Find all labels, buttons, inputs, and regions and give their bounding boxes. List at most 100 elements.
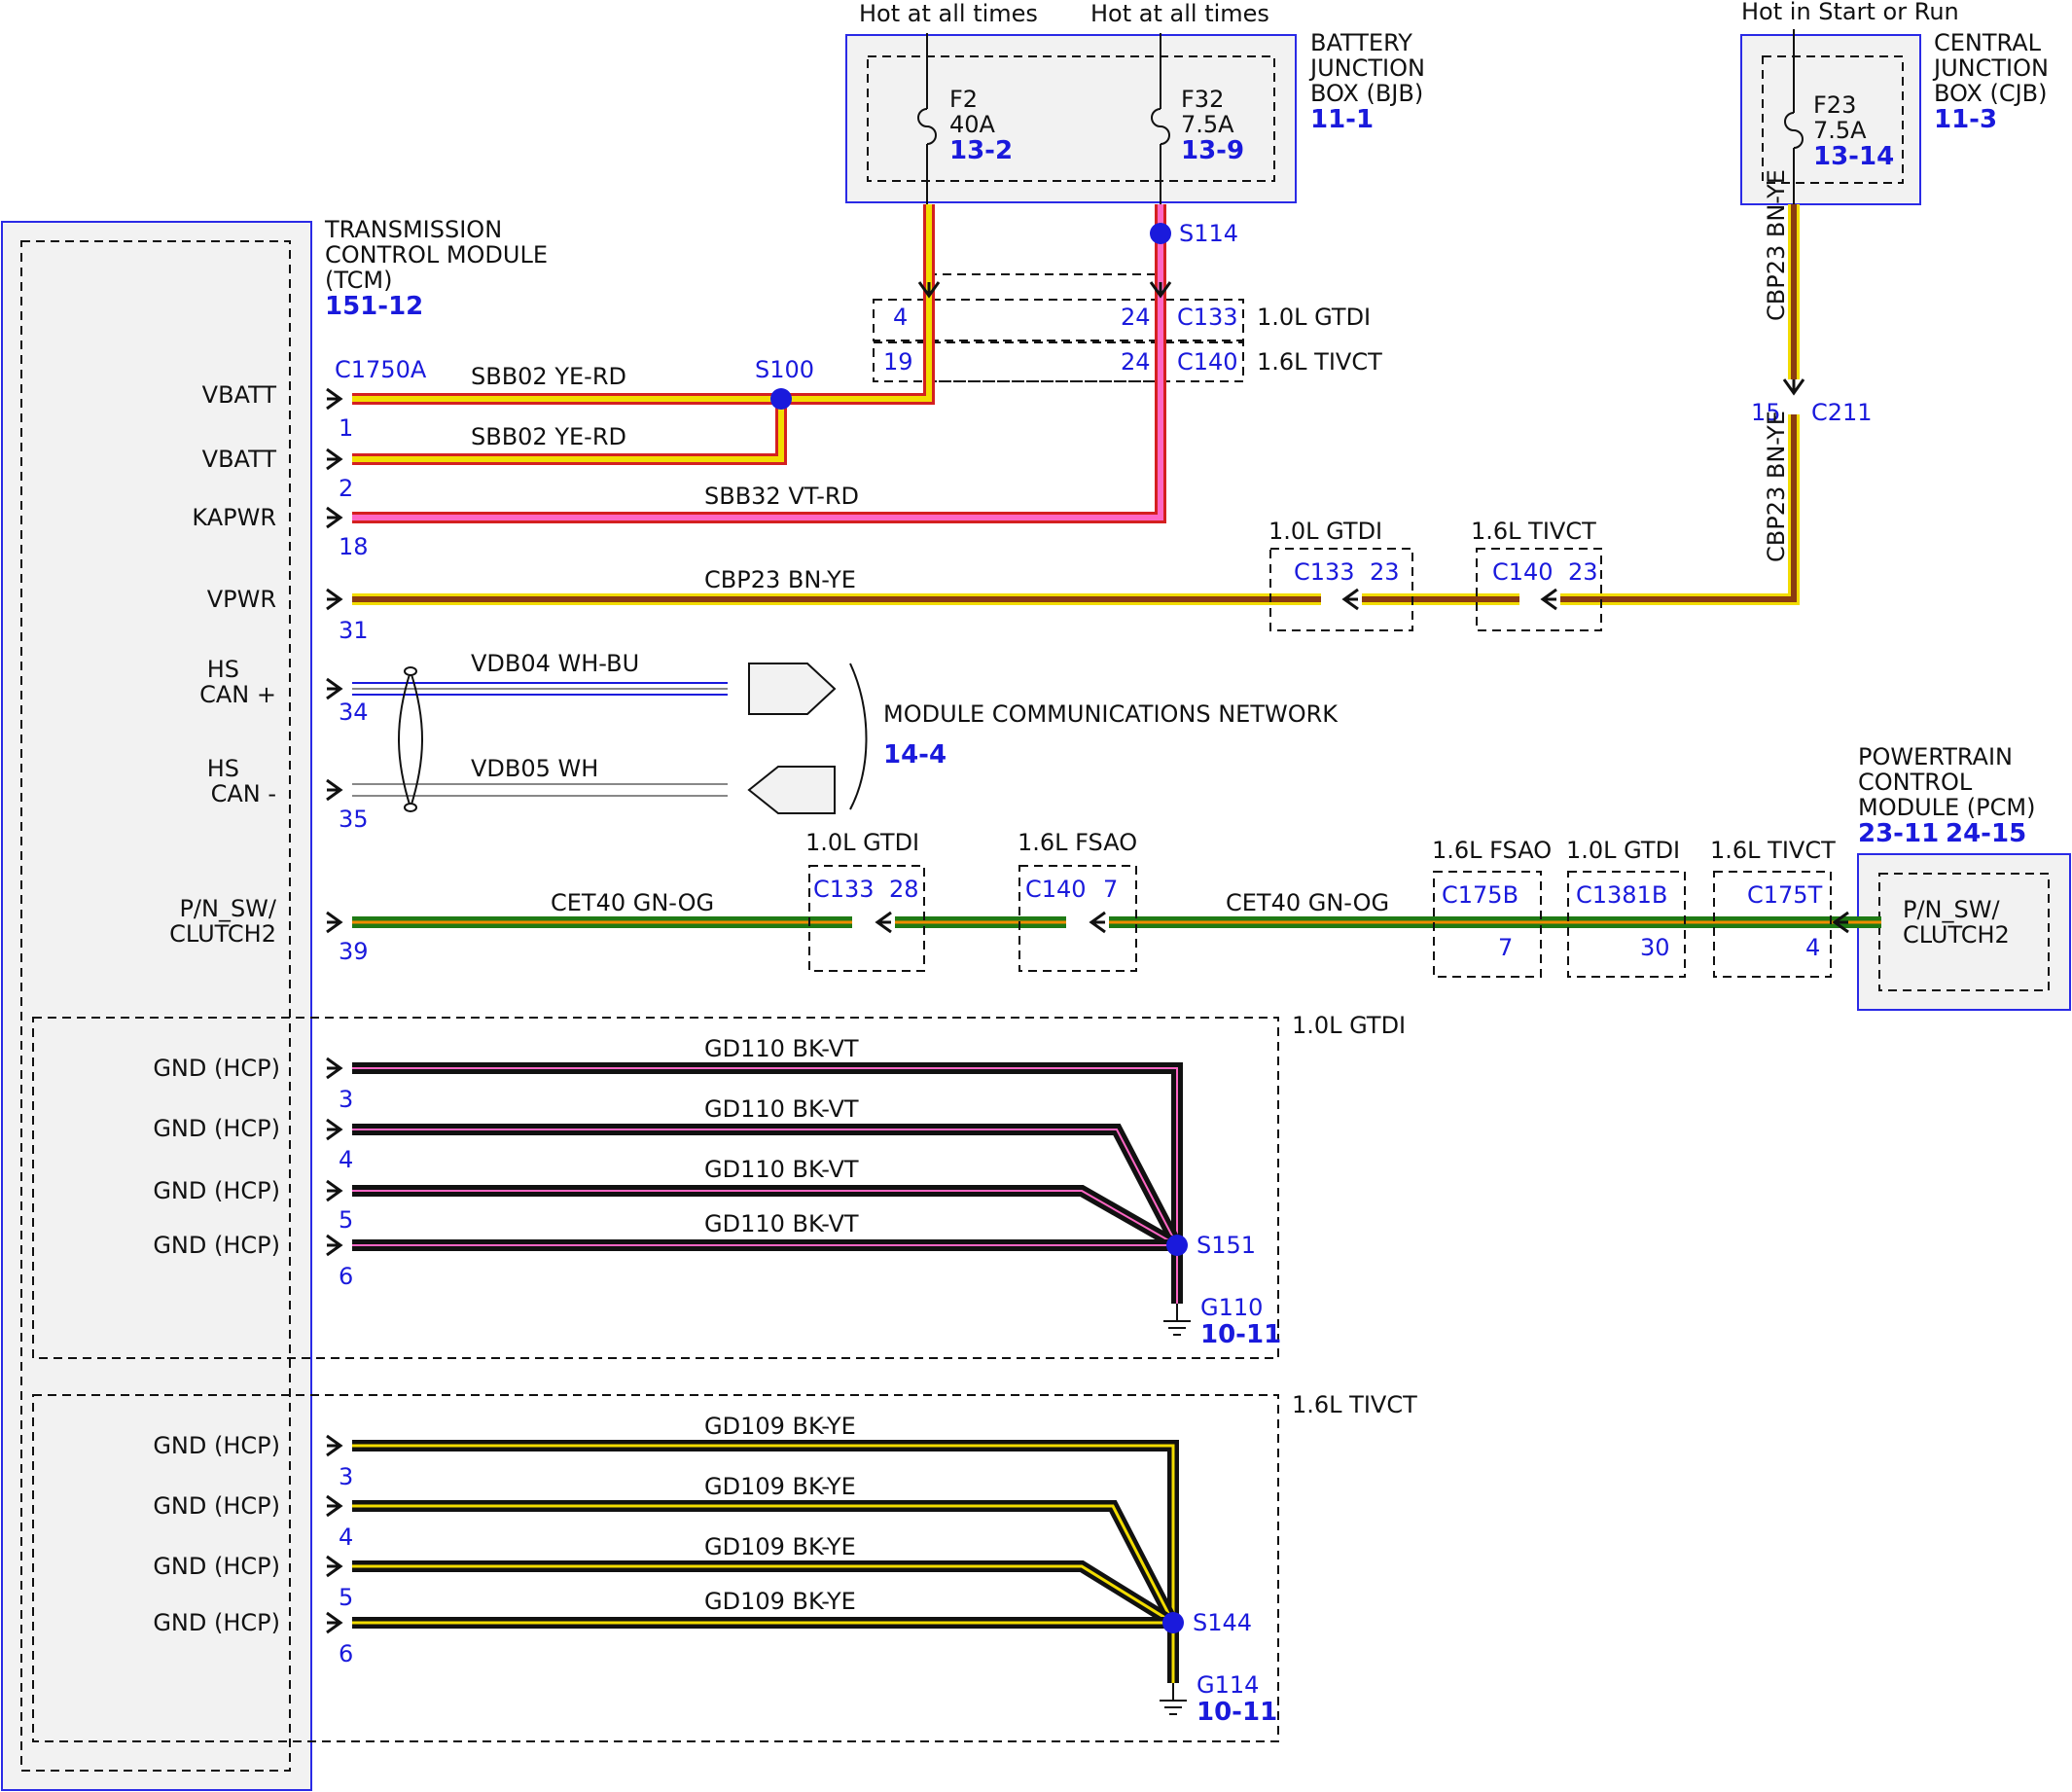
tivct-pin-6-label: GND (HCP): [153, 1609, 280, 1636]
cet-c140-pin: 7: [1103, 876, 1118, 903]
pin-vbatt-1-num: 1: [339, 414, 353, 442]
tcm-label-line1: TRANSMISSION: [324, 216, 502, 243]
fuse-f2-icon: [917, 108, 937, 145]
bjb-ref[interactable]: 11-1: [1310, 105, 1374, 134]
splice-s144-label: S144: [1193, 1609, 1252, 1636]
hot-label-f23: Hot in Start or Run: [1741, 0, 1959, 25]
wire-cbp23-bn-yelong[interactable]: [352, 204, 1800, 605]
c1381b-connector: C1381B: [1576, 881, 1667, 909]
splice-s151[interactable]: [1166, 1235, 1188, 1256]
wire-sbb32-vt-rd[interactable]: [352, 204, 1166, 523]
wire-cbp23-vertical-label-2: CBP23 BN-YE: [1763, 411, 1790, 562]
c211-pin: 15: [1751, 399, 1781, 426]
pcm-ref-2[interactable]: 24-15: [1946, 819, 2026, 848]
c140-top-pin-a: 19: [883, 348, 913, 376]
vpwr-c133-connector: C133: [1294, 558, 1355, 586]
gtdi-ground-section: [32, 1017, 1279, 1359]
vpwr-c140-pin: 23: [1568, 558, 1598, 586]
wire-sbb32-label: SBB32 VT-RD: [704, 483, 859, 510]
splice-s144[interactable]: [1162, 1612, 1184, 1633]
cjb-ref[interactable]: 11-3: [1934, 105, 1997, 134]
wire-vdb05-wh[interactable]: [352, 783, 728, 797]
pin-pnsw-label-line1: P/N_SW/: [179, 895, 276, 922]
c175b-connector: C175B: [1442, 881, 1518, 909]
pcm-ref-1[interactable]: 23-11: [1858, 819, 1939, 848]
tcm-connector: C1750A: [335, 356, 427, 383]
pin-kapwr-num: 18: [339, 533, 369, 560]
c175b-pin: 7: [1498, 934, 1513, 961]
fuse-f32-ref[interactable]: 13-9: [1181, 136, 1244, 165]
gtdi-section-label: 1.0L GTDI: [1292, 1012, 1406, 1039]
cet-c133-box: [808, 865, 925, 972]
pin-hscanp-label-line2: CAN +: [199, 681, 276, 708]
pin-hscann-label-line2: CAN -: [211, 780, 276, 807]
wire-cet40a-label: CET40 GN-OG: [551, 889, 714, 916]
c140-top-pin-b: 24: [1121, 348, 1151, 376]
cet-c133-connector: C133: [813, 876, 875, 903]
tivct-section-label: 1.6L TIVCT: [1292, 1391, 1417, 1418]
cet-fsao-label: 1.6L FSAO: [1018, 829, 1137, 856]
pin-vbatt-1-label: VBATT: [202, 381, 277, 409]
c140-top-engine: 1.6L TIVCT: [1257, 348, 1382, 376]
fuse-f23-name: F23: [1813, 91, 1856, 119]
wire-vdb04-label: VDB04 WH-BU: [471, 650, 639, 677]
cet-c140-connector: C140: [1025, 876, 1087, 903]
tivct-wire-1-label: GD109 BK-YE: [704, 1413, 856, 1440]
network-label: MODULE COMMUNICATIONS NETWORK: [883, 700, 1339, 728]
wire-gd109-bk-ye[interactable]: [352, 1440, 1179, 1683]
pcm-gtdi-label: 1.0L GTDI: [1566, 837, 1680, 864]
fuse-f23-ref[interactable]: 13-14: [1813, 142, 1894, 171]
tivct-pin-3-num: 3: [339, 1463, 353, 1490]
fuse-f2-name: F2: [949, 86, 978, 113]
gtdi-pin-4-label: GND (HCP): [153, 1115, 280, 1142]
cet-c140-box: [1018, 865, 1137, 972]
tcm-ref[interactable]: 151-12: [325, 292, 423, 321]
wire-sbb02-ye-rd[interactable]: [352, 204, 935, 465]
network-bracket-icon: [849, 663, 868, 810]
c175b-box: [1433, 871, 1542, 978]
tivct-wire-2-label: GD109 BK-YE: [704, 1473, 856, 1500]
splice-s114[interactable]: [1150, 223, 1171, 244]
ground-g114-ref[interactable]: 10-11: [1197, 1698, 1277, 1727]
pin-hscanp-label-line1: HS: [207, 656, 239, 683]
ground-g110-label: G110: [1200, 1294, 1263, 1321]
c1381b-pin: 30: [1640, 934, 1670, 961]
ground-g110-ref[interactable]: 10-11: [1200, 1320, 1281, 1349]
bjb-label-line2: JUNCTION: [1308, 54, 1425, 82]
vpwr-gtdi-label: 1.0L GTDI: [1268, 518, 1382, 545]
splice-s100[interactable]: [770, 388, 792, 410]
can-low-network-connector-icon: [747, 766, 836, 814]
bjb-box: [845, 34, 1297, 203]
ground-g110-icon: [1163, 1304, 1191, 1336]
tivct-pin-5-label: GND (HCP): [153, 1553, 280, 1580]
vpwr-c140-connector: C140: [1492, 558, 1554, 586]
fuse-f23-icon: [1784, 112, 1804, 149]
c211-connector: C211: [1811, 399, 1873, 426]
fuse-f32-icon: [1151, 108, 1170, 145]
gtdi-pin-6-label: GND (HCP): [153, 1232, 280, 1259]
cjb-label-line2: JUNCTION: [1932, 54, 2049, 82]
cet-gtdi-label: 1.0L GTDI: [805, 829, 919, 856]
tcm-label-line3: (TCM): [325, 267, 392, 294]
network-ref[interactable]: 14-4: [883, 740, 947, 770]
tivct-wire-4-label: GD109 BK-YE: [704, 1588, 856, 1615]
wire-cbp23-vertical-label-1: CBP23 BN-YE: [1763, 169, 1790, 321]
wire-cbp23-label: CBP23 BN-YE: [704, 566, 856, 593]
wire-vdb04-wh-bu[interactable]: [352, 682, 728, 696]
pin-vpwr-label: VPWR: [207, 586, 276, 613]
pcm-fsao-label: 1.6L FSAO: [1432, 837, 1552, 864]
hot-label-f32: Hot at all times: [1090, 0, 1269, 27]
c133-top-pin-b: 24: [1121, 304, 1151, 331]
pcm-pin-label-line2: CLUTCH2: [1903, 921, 2010, 949]
c140-top-connector: C140: [1177, 348, 1238, 376]
tivct-pin-6-num: 6: [339, 1640, 353, 1667]
hot-label-f2: Hot at all times: [859, 0, 1038, 27]
fuse-f23-rating: 7.5A: [1813, 117, 1867, 144]
fuse-f2-ref[interactable]: 13-2: [949, 136, 1013, 165]
wire-gd110-bk-vt[interactable]: [352, 1062, 1183, 1304]
pin-pnsw-num: 39: [339, 938, 369, 965]
cjb-box: [1740, 34, 1921, 205]
fuse-f32-rating: 7.5A: [1181, 111, 1234, 138]
gtdi-pin-4-num: 4: [339, 1146, 353, 1173]
